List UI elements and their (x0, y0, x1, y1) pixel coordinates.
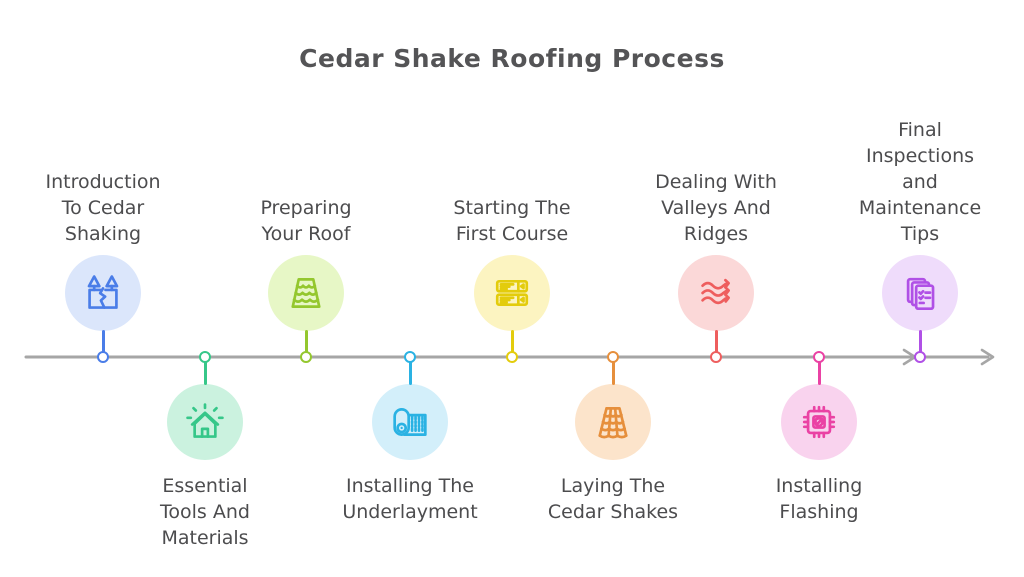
timeline-node-dot (914, 351, 926, 363)
timeline-node-dot (199, 351, 211, 363)
page-title: Cedar Shake Roofing Process (299, 44, 725, 73)
step-label: Essential Tools And Materials (160, 475, 250, 549)
checklist-documents-icon (882, 255, 958, 331)
step-introduction-to-cedar-shaking: Introduction To Cedar Shaking (3, 0, 203, 577)
cedar-tiles-icon (575, 384, 651, 460)
step-label: Installing The Underlayment (342, 475, 478, 523)
timeline-node-dot (300, 351, 312, 363)
connector-line (714, 330, 718, 353)
waves-icon (678, 255, 754, 331)
shield-chip-icon (781, 384, 857, 460)
step-final-inspections-and-maintenance-tips: Final Inspections and Maintenance Tips (820, 0, 1020, 577)
step-essential-tools-and-materials: Essential Tools And Materials (105, 0, 305, 577)
step-label: Final Inspections and Maintenance Tips (858, 119, 982, 245)
step-label: Introduction To Cedar Shaking (45, 171, 161, 245)
step-installing-the-underlayment: Installing The Underlayment (310, 0, 510, 577)
step-label: Starting The First Course (453, 197, 571, 245)
shining-house-icon (167, 384, 243, 460)
connector-line (203, 361, 207, 385)
step-label: Dealing With Valleys And Ridges (655, 171, 777, 245)
step-starting-the-first-course: Starting The First Course (412, 0, 612, 577)
step-installing-flashing: Installing Flashing (719, 0, 919, 577)
underlayment-roll-icon (372, 384, 448, 460)
connector-line (817, 361, 821, 385)
timeline-node-dot (710, 351, 722, 363)
connector-line (611, 361, 615, 385)
roof-scales-icon (268, 255, 344, 331)
timeline-node-dot (607, 351, 619, 363)
connector-line (304, 330, 308, 353)
step-preparing-your-roof: Preparing Your Roof (206, 0, 406, 577)
course-rows-icon (474, 255, 550, 331)
connector-line (510, 330, 514, 353)
timeline-node-dot (404, 351, 416, 363)
split-wood-icon (65, 255, 141, 331)
timeline-node-dot (506, 351, 518, 363)
timeline-node-dot (97, 351, 109, 363)
timeline-node-dot (813, 351, 825, 363)
step-dealing-with-valleys-and-ridges: Dealing With Valleys And Ridges (616, 0, 816, 577)
connector-line (918, 330, 922, 353)
step-laying-the-cedar-shakes: Laying The Cedar Shakes (513, 0, 713, 577)
step-label: Laying The Cedar Shakes (547, 475, 679, 523)
connector-line (408, 361, 412, 385)
step-label: Installing Flashing (775, 475, 863, 523)
step-label: Preparing Your Roof (260, 197, 352, 245)
connector-line (101, 330, 105, 353)
